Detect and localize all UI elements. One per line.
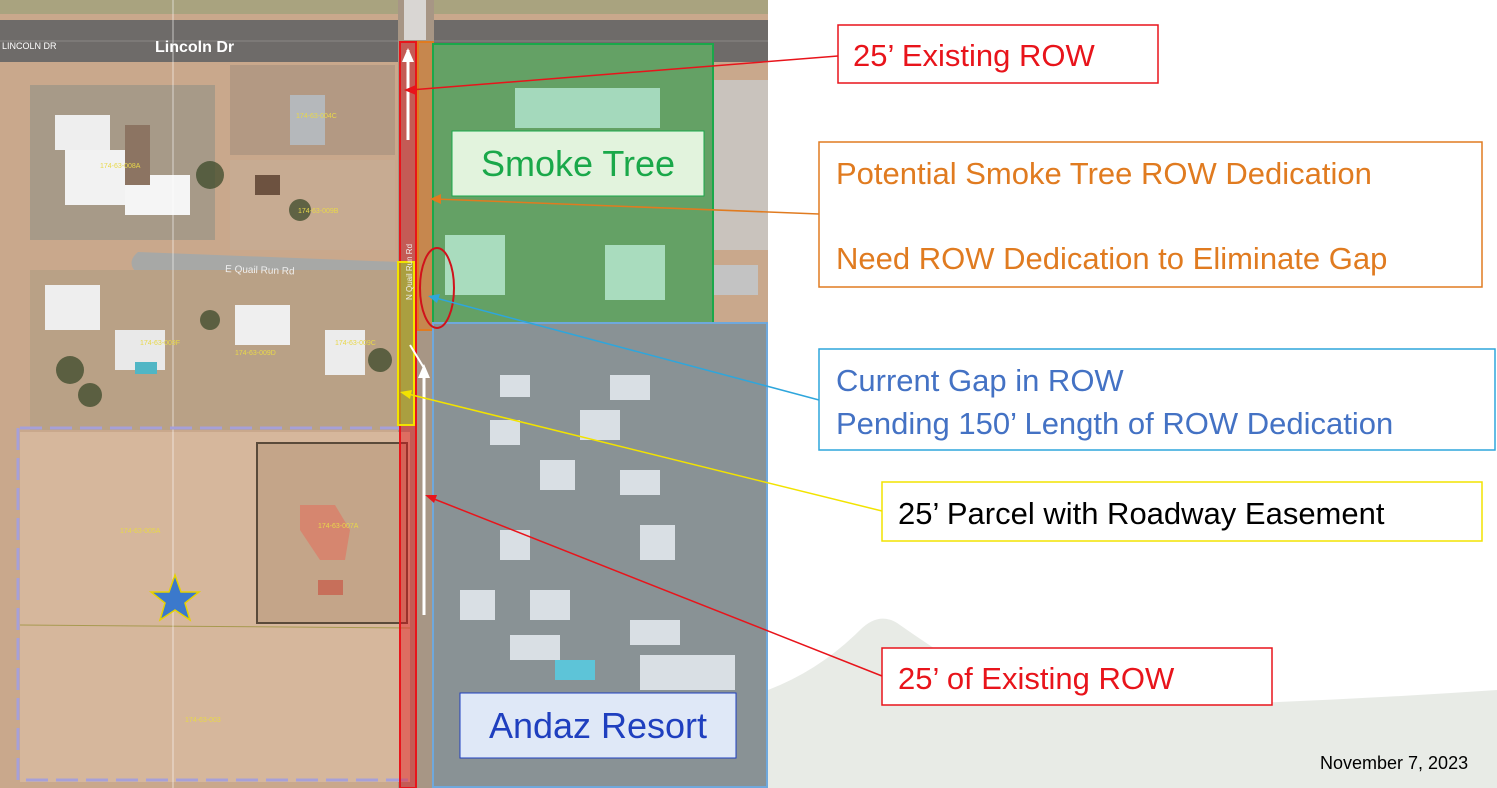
callout-text: 25’ of Existing ROW [898, 661, 1175, 696]
callout-text: 25’ Parcel with Roadway Easement [898, 496, 1385, 531]
callout-text: Need ROW Dedication to Eliminate Gap [836, 241, 1387, 276]
slide-date: November 7, 2023 [1320, 753, 1468, 773]
callout-text: Current Gap in ROW [836, 363, 1124, 398]
aerial-map[interactable]: Lincoln Dr LINCOLN DR E Quail Run Rd N Q… [0, 0, 768, 788]
parcel-label: 174-63-009D [235, 350, 276, 357]
andaz-label-box [459, 692, 737, 759]
parcel-easement-strip[interactable] [397, 261, 415, 426]
parcel-label: 174-63-003 [185, 717, 221, 724]
callout-parcel-easement: 25’ Parcel with Roadway Easement [881, 481, 1483, 542]
lincoln-dr-label: Lincoln Dr [155, 39, 234, 56]
parcel-label: 174-63-009B [298, 208, 339, 215]
parcel-label: 174-63-009C [335, 340, 376, 347]
arrow-up-icon [418, 364, 430, 378]
lincoln-dr-small-label: LINCOLN DR [2, 41, 57, 51]
arrow-up-icon [402, 48, 414, 62]
parcel-label: 174-63-007A [318, 523, 359, 530]
arrowhead-icon [400, 390, 412, 399]
subject-property-star-icon[interactable] [148, 572, 202, 622]
parcel-label: 174-63-005A [120, 528, 161, 535]
parcel-label: 174-63-008A [100, 163, 141, 170]
parcel-label: 174-63-009F [140, 340, 180, 347]
callout-existing-row-bottom: 25’ of Existing ROW [881, 647, 1273, 706]
andaz-label: Andaz Resort [489, 705, 707, 746]
callout-text: 25’ Existing ROW [853, 38, 1095, 73]
parcel-label: 174-63-004C [296, 113, 337, 120]
quail-run-rd-label: E Quail Run Rd [225, 264, 295, 277]
n-quail-run-rd-label: N Quail Run Rd [405, 244, 414, 300]
callout-existing-row-top: 25’ Existing ROW [837, 24, 1159, 84]
callout-text: Pending 150’ Length of ROW Dedication [836, 406, 1393, 441]
gap-circle[interactable] [419, 247, 455, 329]
callout-text: Potential Smoke Tree ROW Dedication [836, 156, 1372, 191]
smoke-tree-label-box [451, 130, 705, 197]
callout-smoke-tree-dedication: Potential Smoke Tree ROW Dedication Need… [818, 141, 1483, 288]
smoke-tree-label: Smoke Tree [481, 143, 675, 184]
arrowhead-icon [428, 294, 440, 303]
callout-current-gap: Current Gap in ROW Pending 150’ Length o… [818, 348, 1496, 451]
arrowhead-icon [425, 495, 437, 503]
arrowhead-icon [430, 194, 441, 204]
arrowhead-icon [404, 85, 416, 95]
